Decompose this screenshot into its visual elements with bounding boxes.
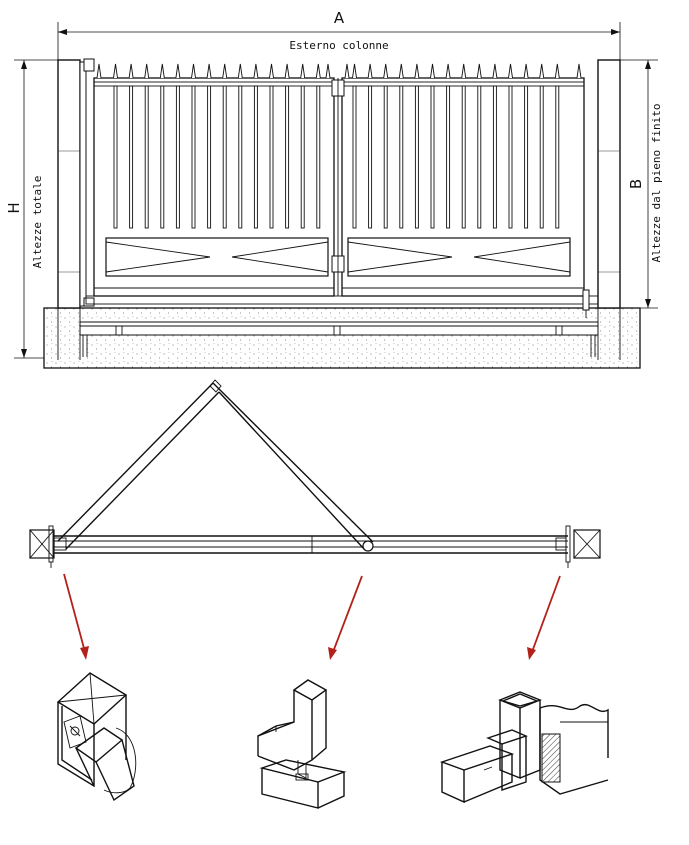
picket-bar [222, 85, 227, 229]
picket-tip [508, 63, 513, 79]
picket-tip [175, 63, 181, 79]
picket-tip [96, 63, 102, 79]
dimension-b-label: B [627, 179, 645, 189]
picket-tip [269, 63, 274, 79]
dimension-a: A Esterno colonne [57, 9, 621, 60]
foundation [43, 307, 641, 369]
picket-tip [367, 63, 373, 79]
picket-tip [159, 63, 165, 79]
right-column [597, 59, 621, 309]
detail-arrows [63, 573, 561, 660]
right-lower-panel [347, 237, 571, 277]
picket-bar [508, 85, 513, 229]
picket-bar [383, 85, 388, 229]
left-column [57, 59, 81, 309]
picket-tip [352, 63, 357, 79]
dimension-b: B Altezze dal pieno finito [620, 59, 663, 309]
picket-tip [253, 63, 259, 79]
picket-tip [383, 63, 389, 79]
dimension-a-label: A [334, 9, 345, 27]
picket-bar [399, 85, 404, 229]
picket-tip [144, 63, 150, 79]
picket-bar [269, 85, 274, 229]
threshold-slab [79, 321, 599, 336]
picket-tip [445, 63, 451, 79]
picket-tip [344, 63, 350, 79]
left-hinge-post [79, 61, 87, 307]
picket-bar [524, 85, 529, 229]
detail-stop [257, 679, 347, 809]
right-leaf-bars [344, 63, 582, 229]
picket-tip [315, 63, 321, 79]
picket-tip [222, 63, 228, 79]
picket-tip [492, 63, 498, 79]
picket-bar [207, 85, 212, 229]
picket-tip [430, 63, 435, 79]
picket-tip [284, 63, 290, 79]
picket-tip [461, 63, 467, 79]
gate-elevation: A Esterno colonne H Altezze totale B Alt… [5, 9, 663, 369]
picket-bar [191, 85, 196, 229]
picket-bar [113, 85, 118, 229]
picket-tip [191, 63, 196, 79]
wall-section-hatch [541, 733, 561, 783]
left-lower-panel [105, 237, 329, 277]
picket-bar [316, 85, 321, 229]
picket-tip [206, 63, 212, 79]
picket-bar [368, 85, 373, 229]
picket-bar [461, 85, 466, 229]
picket-tip [113, 63, 118, 79]
gate-plan [29, 379, 601, 568]
picket-bar [539, 85, 544, 229]
picket-bar [477, 85, 482, 229]
finished-floor-height-label: Altezze dal pieno finito [650, 104, 663, 263]
top-hinge-left [83, 58, 95, 72]
picket-bar [129, 85, 134, 229]
picket-tip [523, 63, 529, 79]
picket-tip [414, 63, 420, 79]
outer-columns-label: Esterno colonne [289, 39, 388, 52]
picket-bar [352, 85, 357, 229]
picket-bar [253, 85, 258, 229]
left-leaf-frame [93, 77, 335, 297]
picket-tip [237, 63, 243, 79]
picket-bar [492, 85, 497, 229]
picket-tip [539, 63, 545, 79]
picket-bar [175, 85, 180, 229]
picket-bar [555, 85, 560, 229]
picket-bar [144, 85, 149, 229]
picket-bar [238, 85, 243, 229]
picket-bar [160, 85, 165, 229]
bottom-hinge-left [83, 297, 95, 307]
detail-hinge [56, 672, 137, 802]
picket-bar [414, 85, 419, 229]
picket-tip [300, 63, 306, 79]
picket-tip [476, 63, 482, 79]
picket-bar [446, 85, 451, 229]
picket-bar [300, 85, 305, 229]
dimension-h: H Altezze totale [5, 59, 58, 359]
left-leaf-bars [96, 63, 331, 229]
picket-tip [554, 63, 560, 79]
picket-tip [325, 63, 331, 79]
dimension-h-label: H [5, 202, 23, 213]
picket-bar [430, 85, 435, 229]
drop-bolt [582, 289, 590, 311]
detail-wall [439, 691, 609, 804]
picket-tip [128, 63, 134, 79]
picket-tip [398, 63, 404, 79]
plan-opening-leaves [57, 379, 374, 552]
picket-tip [576, 63, 582, 79]
total-height-label: Altezze totale [31, 176, 44, 269]
picket-bar [285, 85, 290, 229]
